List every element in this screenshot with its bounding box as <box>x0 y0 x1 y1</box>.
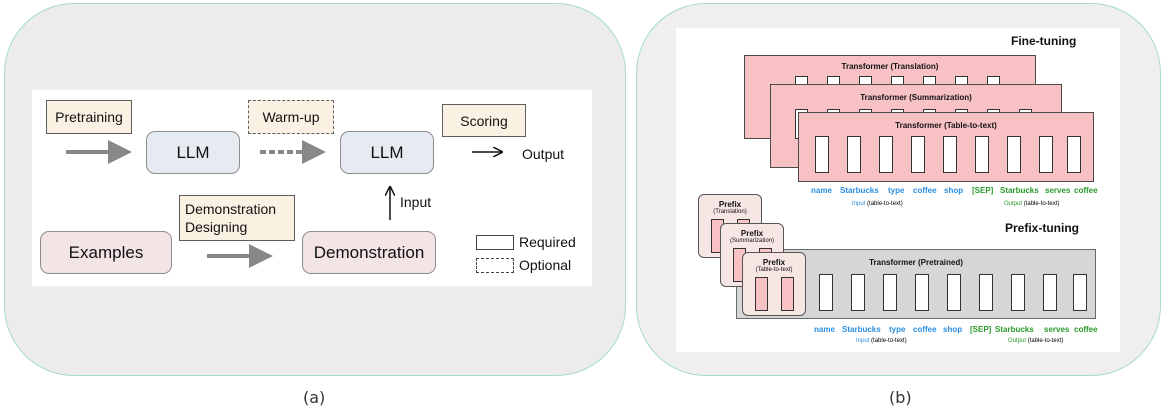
prefix-card-table-to-text-sub: (Table-to-text) <box>755 267 793 273</box>
token-slot <box>847 136 861 173</box>
prefix-token-input-2: type <box>889 325 906 334</box>
token-slot <box>1073 274 1087 311</box>
demonstration-node: Demonstration <box>302 231 436 274</box>
prefix-card-table-to-text-title: Prefix <box>762 258 786 267</box>
token-slot <box>975 136 989 173</box>
token-slot <box>1007 136 1021 173</box>
transformer-table-to-text: Transformer (Table-to-text) <box>798 112 1094 182</box>
token-slot <box>979 274 993 311</box>
token-slot <box>911 136 925 173</box>
caption-a: (a) <box>303 388 326 407</box>
pipeline-arrows <box>66 140 592 268</box>
fine-token-input-3: coffee <box>913 186 937 195</box>
token-slot <box>1067 136 1081 173</box>
warmup-tag: Warm-up <box>248 100 334 134</box>
fine-token-output-1: Starbucks <box>1000 186 1039 195</box>
legend-optional-swatch <box>476 258 514 273</box>
transformer-translation-title: Transformer (Translation) <box>841 62 939 71</box>
caption-b: (b) <box>889 388 912 407</box>
prefix-tuning-heading: Prefix-tuning <box>1005 221 1079 235</box>
examples-node: Examples <box>40 231 172 274</box>
prefix-card-translation-title: Prefix <box>718 200 742 209</box>
fine-input-word: Input <box>852 201 866 207</box>
fine-token-input-1: Starbucks <box>840 186 879 195</box>
legend-required-swatch <box>476 235 514 250</box>
fine-token-input-0: name <box>811 186 832 195</box>
legend-required-label: Required <box>519 234 576 250</box>
prefix-token-input-1: Starbucks <box>842 325 881 334</box>
prefix-slot <box>781 277 794 311</box>
prefix-input-caption: Input (table-to-text) <box>856 338 907 344</box>
fine-output-word: Output <box>1004 201 1023 207</box>
token-slot <box>1043 274 1057 311</box>
fine-token-input-2: type <box>888 186 905 195</box>
fine-output-detail: (table-to-text) <box>1023 201 1060 207</box>
fine-token-input-4: shop <box>944 186 964 195</box>
transformer-table-to-text-title: Transformer (Table-to-text) <box>895 121 997 130</box>
prefix-slot <box>755 277 768 311</box>
prefix-token-output-1: Starbucks <box>995 325 1034 334</box>
demonstration-designing-tag: Demonstration Designing <box>179 195 295 241</box>
token-slot <box>819 274 833 311</box>
fine-input-caption: Input (table-to-text) <box>852 201 903 207</box>
prefix-card-table-to-text: Prefix (Table-to-text) <box>742 252 806 316</box>
prefix-token-output-0: [SEP] <box>970 325 992 334</box>
prefix-card-summarization-title: Prefix <box>740 229 764 238</box>
prefix-output-caption: Output (table-to-text) <box>1008 338 1063 344</box>
transformer-summarization-title: Transformer (Summarization) <box>860 93 972 102</box>
prefix-output-detail: (table-to-text) <box>1027 338 1064 344</box>
token-slot <box>879 136 893 173</box>
input-label: Input <box>400 194 432 210</box>
prefix-card-summarization-sub: (Summarization) <box>729 238 774 244</box>
token-slot <box>1011 274 1025 311</box>
pipeline-diagram: Pretraining Warm-up Scoring Demonstratio… <box>32 90 592 286</box>
token-slot <box>883 274 897 311</box>
legend-optional-label: Optional <box>519 257 572 273</box>
fine-tuning-heading: Fine-tuning <box>1011 34 1077 48</box>
prefix-token-output-2: serves <box>1044 325 1070 334</box>
token-slot <box>915 274 929 311</box>
token-slot <box>947 274 961 311</box>
prefix-input-detail: (table-to-text) <box>871 338 907 344</box>
prefix-card-translation-sub: (Translation) <box>713 209 747 215</box>
token-slot <box>851 274 865 311</box>
token-slot <box>943 136 957 173</box>
token-slot <box>815 136 829 173</box>
fine-input-detail: (table-to-text) <box>867 201 903 207</box>
llm-node-pretrained: LLM <box>146 131 240 174</box>
scoring-tag: Scoring <box>442 104 526 137</box>
pretraining-tag: Pretraining <box>46 100 132 134</box>
tuning-diagram: Fine-tuning Transformer (Translation) Tr… <box>676 28 1120 352</box>
transformer-pretrained-title: Transformer (Pretrained) <box>869 258 963 267</box>
output-label: Output <box>522 146 565 162</box>
prefix-token-input-0: name <box>814 325 835 334</box>
token-slot <box>1039 136 1053 173</box>
prefix-token-output-3: coffee <box>1074 325 1098 334</box>
prefix-token-input-4: shop <box>943 325 963 334</box>
fine-token-output-3: coffee <box>1074 186 1098 195</box>
prefix-output-word: Output <box>1008 338 1027 344</box>
fine-token-output-0: [SEP] <box>972 186 994 195</box>
prefix-token-input-3: coffee <box>913 325 937 334</box>
prefix-input-word: Input <box>856 338 870 344</box>
fine-token-output-2: serves <box>1045 186 1071 195</box>
llm-node-warmed: LLM <box>340 131 434 174</box>
fine-output-caption: Output (table-to-text) <box>1004 201 1059 207</box>
